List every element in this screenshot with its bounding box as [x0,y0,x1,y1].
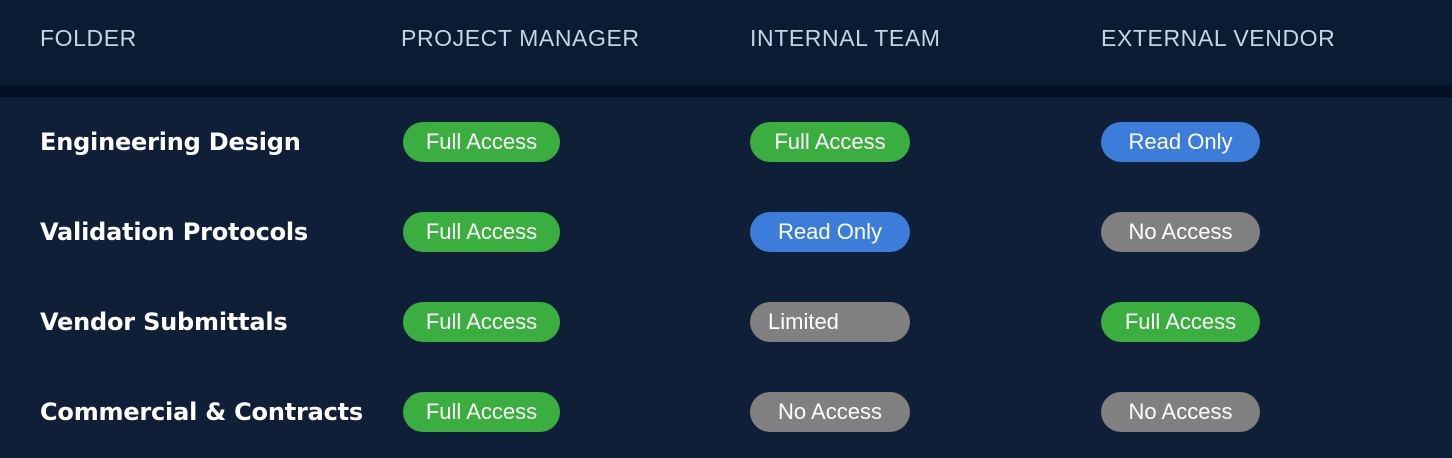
permission-badge-internal-team[interactable]: Limited [750,302,910,342]
permission-badge-external-vendor[interactable]: No Access [1101,212,1260,252]
folder-name: Engineering Design [40,128,301,156]
folder-name: Validation Protocols [40,218,309,246]
table-row: Validation Protocols Full Access Read On… [0,187,1452,277]
table-row: Engineering Design Full Access Full Acce… [0,97,1452,187]
permission-badge-internal-team[interactable]: Read Only [750,212,910,252]
column-header-folder: FOLDER [40,25,137,51]
table-header-band [0,0,1452,85]
permission-badge-project-manager[interactable]: Full Access [403,212,560,252]
column-header-external-vendor: EXTERNAL VENDOR [1101,25,1336,51]
permission-badge-internal-team[interactable]: No Access [750,392,910,432]
folder-name: Commercial & Contracts [40,398,364,426]
column-header-project-manager: PROJECT MANAGER [401,25,640,51]
permission-badge-external-vendor[interactable]: No Access [1101,392,1260,432]
folder-name: Vendor Submittals [40,308,288,336]
header-divider [0,85,1452,97]
permission-badge-internal-team[interactable]: Full Access [750,122,910,162]
permission-badge-project-manager[interactable]: Full Access [403,122,560,162]
permission-badge-project-manager[interactable]: Full Access [403,392,560,432]
permission-badge-external-vendor[interactable]: Read Only [1101,122,1260,162]
table-row: Vendor Submittals Full Access Limited Fu… [0,277,1452,367]
table-row: Commercial & Contracts Full Access No Ac… [0,367,1452,457]
permission-badge-project-manager[interactable]: Full Access [403,302,560,342]
permission-badge-external-vendor[interactable]: Full Access [1101,302,1260,342]
column-header-internal-team: INTERNAL TEAM [750,25,941,51]
